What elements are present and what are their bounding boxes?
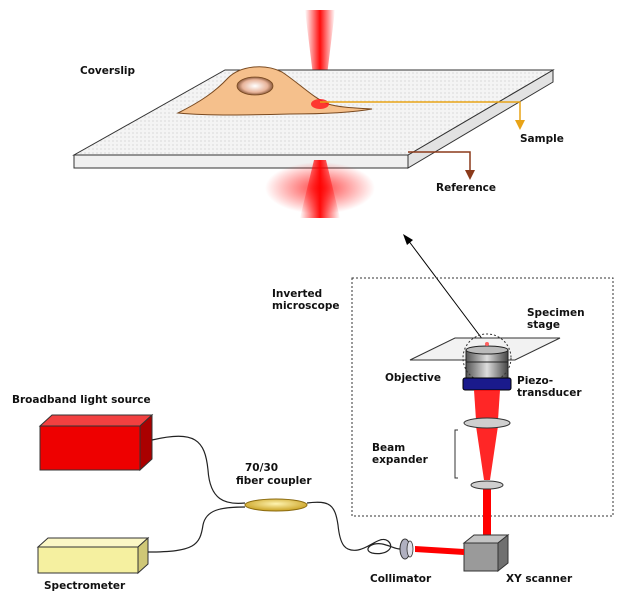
light-source-label: Broadband light source — [12, 394, 151, 406]
sample-arrow-line — [320, 101, 521, 122]
objective-top — [465, 345, 509, 355]
microscope-label-line1: Inverted — [272, 288, 322, 300]
reference-label: Reference — [436, 182, 496, 194]
piezo-transducer — [462, 377, 512, 391]
laser-beam-lower — [300, 160, 340, 218]
collimator — [399, 538, 414, 560]
light-source-top — [38, 414, 154, 427]
light-source-front — [39, 425, 141, 471]
beam-expanding — [476, 426, 498, 480]
coverslip-assembly: Coverslip Sample Reference — [72, 10, 564, 218]
expander-lens-upper — [463, 417, 511, 429]
fiber-to-collimator — [306, 501, 401, 555]
spectrometer-front — [37, 546, 139, 574]
beam-horizontal — [415, 546, 464, 555]
objective — [462, 333, 512, 383]
expander-bracket — [454, 429, 458, 479]
specimen-stage-label-line2: stage — [527, 319, 560, 331]
xy-scanner-label: XY scanner — [506, 573, 573, 585]
xy-scanner-side — [497, 533, 509, 573]
spectrometer — [36, 536, 150, 575]
piezo-label-line1: Piezo- — [517, 375, 553, 387]
light-source-side — [139, 413, 153, 472]
spectrometer-side — [137, 536, 149, 575]
beam-expander-label-line1: Beam — [372, 442, 405, 454]
objective-label: Objective — [385, 372, 441, 384]
collimator-ring — [406, 540, 414, 558]
xy-scanner-front — [463, 542, 499, 572]
xy-scanner — [462, 533, 510, 573]
coverslip-front-face — [73, 154, 409, 169]
piezo-label-line2: transducer — [517, 387, 582, 399]
microscope-label-line2: microscope — [272, 300, 339, 312]
microscope-box — [351, 277, 614, 517]
laser-beam-upper — [305, 10, 335, 100]
fiber-coupler-label-line2: fiber coupler — [236, 475, 312, 487]
fiber-coupler-label-line1: 70/30 — [245, 462, 278, 474]
fiber-from-light-source — [151, 435, 246, 504]
collimator-label: Collimator — [370, 573, 432, 585]
beam-expander-label-line2: expander — [372, 454, 429, 466]
specimen-stage-label-line1: Specimen — [527, 307, 585, 319]
sample-arrow-head — [515, 120, 525, 130]
broadband-light-source — [38, 413, 154, 472]
reference-arrow-head — [465, 170, 475, 180]
expander-lens-lower — [470, 480, 504, 490]
spectrometer-label: Spectrometer — [44, 580, 126, 592]
objective-focus — [485, 342, 489, 346]
sample-label: Sample — [520, 133, 564, 145]
zoom-arrow-line — [407, 239, 487, 345]
beam-to-scanner — [483, 488, 491, 536]
zoom-arrow-head — [403, 234, 413, 245]
coverslip-label: Coverslip — [80, 65, 136, 77]
objective-body — [465, 349, 509, 379]
fiber-to-spectrometer — [147, 506, 246, 553]
fiber-coupler — [244, 498, 308, 512]
beam-in-microscope — [474, 390, 500, 420]
focus-spot — [311, 99, 329, 109]
reference-arrow-line — [408, 151, 471, 172]
cell-nucleus — [236, 76, 274, 96]
spectrometer-top — [36, 537, 150, 548]
